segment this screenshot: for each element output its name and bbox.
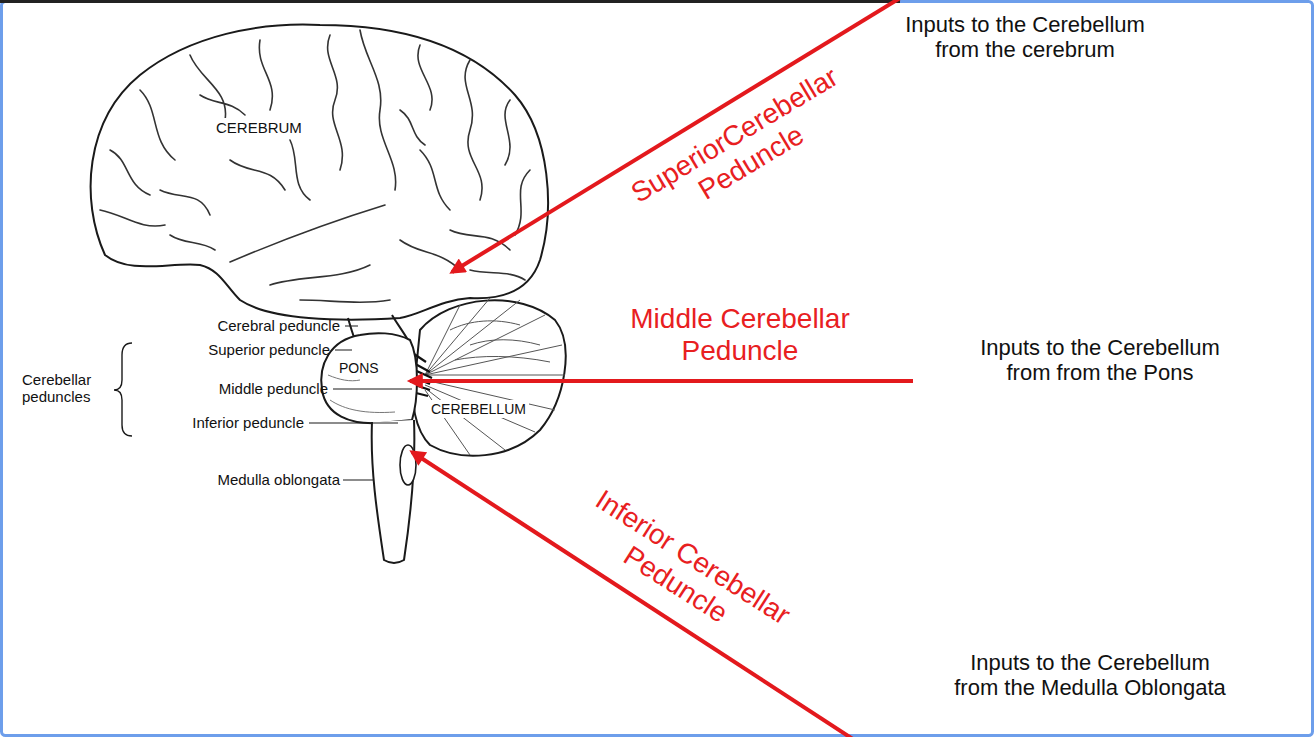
middle-arrow xyxy=(410,379,913,383)
peduncle-title: Middle Cerebellar Peduncle xyxy=(600,303,880,367)
structure-label: CEREBRUM xyxy=(213,118,305,137)
part-label: Superior peduncle xyxy=(130,341,330,358)
gyri-lines xyxy=(100,30,530,302)
part-label: Inferior peduncle xyxy=(104,414,304,431)
cerebrum-outline xyxy=(91,25,548,320)
superior-arrow xyxy=(452,0,905,272)
structure-label: PONS xyxy=(336,359,382,377)
cerebellum-folia xyxy=(425,298,565,455)
peduncle-title: Inferior Cerebellar Peduncle xyxy=(549,468,820,673)
pons-outline xyxy=(321,333,417,423)
inferior-arrow xyxy=(412,452,862,737)
part-label: Middle peduncle xyxy=(128,380,328,397)
top-rule xyxy=(0,0,900,3)
part-label: Medulla oblongata xyxy=(140,471,340,488)
medulla-outline xyxy=(372,420,415,563)
input-note: Inputs to the Cerebellum from from the P… xyxy=(960,335,1240,386)
peduncle-title: SuperiorCerebellar Peduncle xyxy=(606,49,879,248)
input-note: Inputs to the Cerebellum from the Medull… xyxy=(950,650,1230,701)
input-note: Inputs to the Cerebellum from the cerebr… xyxy=(885,12,1165,63)
pons-shading xyxy=(328,375,395,413)
group-label: Cerebellar peduncles xyxy=(22,371,114,406)
peduncles-brace xyxy=(114,343,132,436)
part-label: Cerebral peduncle xyxy=(140,317,340,334)
structure-label: CEREBELLUM xyxy=(428,400,529,418)
